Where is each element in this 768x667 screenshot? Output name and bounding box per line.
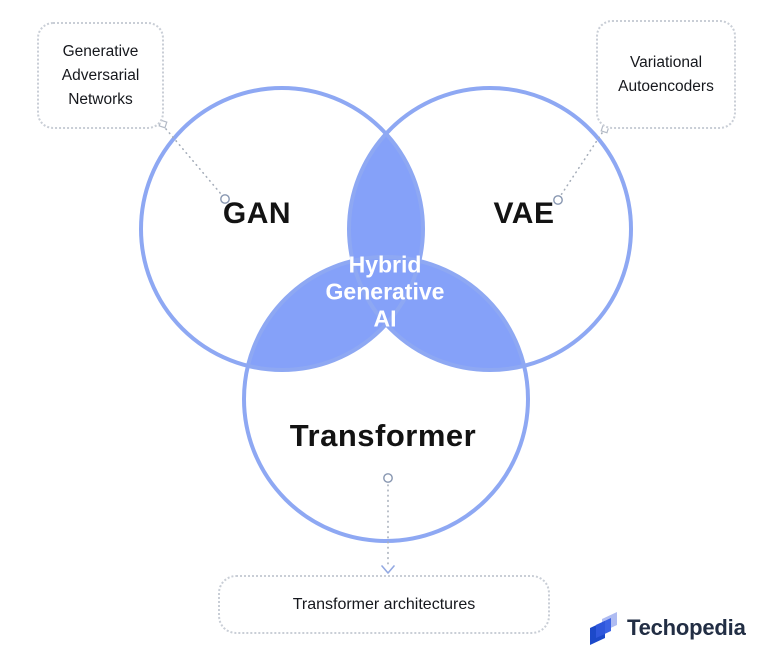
transformer-circle (242, 255, 530, 543)
vae-leader (553, 124, 610, 205)
techopedia-logo: Techopedia (589, 610, 746, 652)
transformer-callout: Transformer architectures (218, 575, 550, 634)
center-label-line: AI (373, 305, 397, 332)
center-label: Hybrid Generative AI (326, 252, 445, 333)
vae-circle (347, 86, 633, 372)
transformer-callout-line: Transformer architectures (292, 595, 476, 613)
transformer-label: Transformer (289, 418, 477, 453)
transformer-leader-dot-marker (383, 473, 393, 483)
gan-label: GAN (222, 197, 292, 230)
gan-callout-line: Adversarial (61, 66, 140, 84)
vae-callout: Variational Autoencoders (596, 20, 736, 129)
vae-label: VAE (493, 197, 555, 230)
vae-callout-line: Autoencoders (618, 77, 714, 95)
gan-callout-line: Generative (62, 42, 139, 60)
overlap-fill-vae-transformer (349, 257, 528, 370)
vae-leader-line (560, 132, 603, 196)
gan-callout-line: Networks (68, 90, 133, 108)
gan-leader (158, 119, 230, 204)
gan-leader-line (165, 128, 222, 195)
techopedia-logo-text: Techopedia (627, 615, 746, 640)
transformer-leader (381, 473, 395, 574)
center-label-line: Generative (325, 278, 445, 305)
gan-leader-dot-marker (220, 194, 230, 204)
center-label-line: Hybrid (348, 251, 422, 278)
overlap-fill-gan-transformer (244, 257, 423, 370)
techopedia-layers-icon (590, 612, 617, 645)
vae-leader-dot-marker (553, 195, 563, 205)
arrow-down-icon (381, 565, 395, 574)
gan-callout: Generative Adversarial Networks (37, 22, 164, 129)
gan-circle (139, 86, 425, 372)
vae-callout-line: Variational (629, 53, 703, 71)
